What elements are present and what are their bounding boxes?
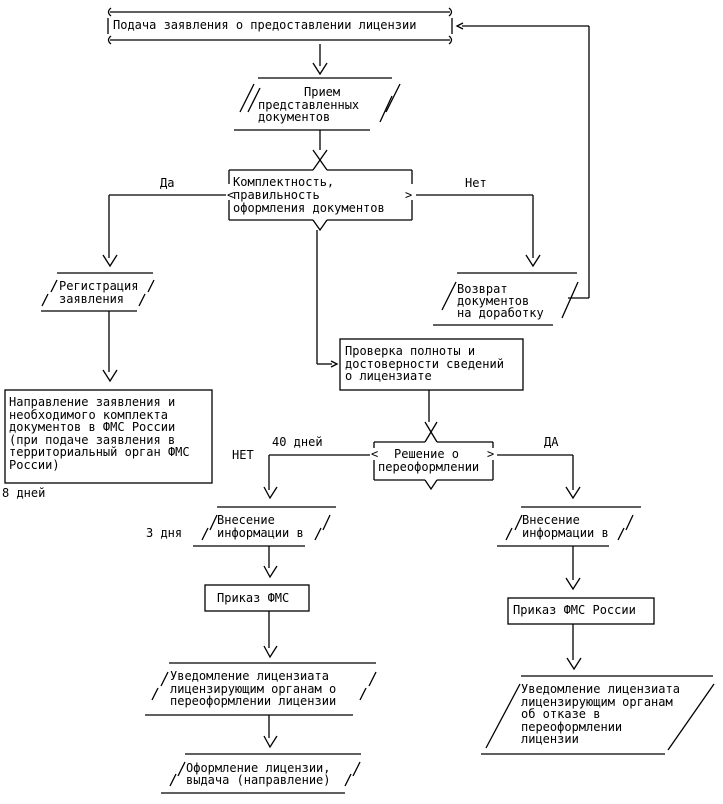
node-enter-info-no-line-2: информации в: [217, 526, 304, 540]
arrow-down-icon: [566, 657, 582, 671]
label-no: Нет: [465, 176, 487, 190]
node-notify-refusal-shape: [481, 675, 715, 755]
node-enter-info-no-shape: [193, 506, 336, 547]
arrow-down-icon: [263, 486, 278, 500]
node-check-line-1: Комплектность,: [233, 175, 335, 189]
arrow-down-icon: [424, 421, 438, 443]
node-submit-shape: [107, 7, 453, 45]
node-issue-license-line-2: выдача (направление): [186, 773, 331, 787]
arrow-down-icon: [312, 62, 328, 76]
arrow-down-icon: [525, 254, 541, 268]
node-notify-refusal-line-5: лицензии: [521, 732, 579, 746]
node-notify-refusal-line-1: Уведомление лицензиата: [521, 682, 680, 696]
node-notify-reissue-line-2: лицензирующим органам о: [170, 682, 337, 696]
node-order-fms-russia-text: Приказ ФМС России: [513, 603, 636, 617]
node-registration-line-2: заявления: [59, 292, 125, 306]
node-check-line-2: правильность: [233, 188, 320, 202]
node-order-fms-text: Приказ ФМС: [217, 591, 290, 605]
node-send-fms-line-2: необходимого комплекта: [9, 408, 168, 422]
label-8-days: 8 дней: [2, 486, 46, 500]
arrow-down-icon: [263, 735, 278, 749]
node-notify-reissue-shape: [145, 662, 377, 716]
node-receive-line-1: Прием: [304, 85, 341, 99]
node-enter-info-yes-line-2: информации в: [522, 526, 609, 540]
arrow-down-icon: [565, 486, 581, 500]
arrow-left-icon: [455, 22, 464, 30]
node-send-fms-line-5: территориальный орган ФМС: [9, 445, 190, 459]
node-registration-line-1: Регистрация: [59, 279, 139, 293]
arrow-down-icon: [102, 254, 118, 268]
label-40-days: 40 дней: [272, 435, 323, 449]
label-3-days: 3 дня: [146, 526, 183, 540]
node-return-line-3: на доработку: [457, 306, 544, 320]
node-issue-license-shape: [161, 753, 361, 794]
label-yes: Да: [160, 176, 175, 190]
node-enter-info-yes-shape: [497, 506, 641, 547]
node-notify-refusal-line-4: переоформлении: [521, 720, 623, 734]
node-decision-line-1: Решение о: [394, 447, 460, 461]
node-decision-shape: [373, 441, 494, 491]
node-receive-line-2: представленных: [258, 98, 360, 112]
node-order-fms-shape: [204, 584, 310, 612]
node-decision-arrow-left: <: [371, 447, 379, 461]
node-submit-text: Подача заявления о предоставлении лиценз…: [113, 18, 417, 32]
node-send-fms-line-3: документов в ФМС России: [9, 420, 176, 434]
label-no-caps: НЕТ: [232, 448, 254, 462]
node-return-line-2: документов: [457, 294, 530, 308]
node-notify-reissue-line-1: Уведомление лицензиата: [170, 669, 329, 683]
arrow-down-icon: [102, 369, 118, 383]
node-receive-line-3: документов: [258, 110, 331, 124]
arrow-down-icon: [263, 565, 278, 579]
node-check-line-3: оформления документов: [233, 201, 385, 215]
node-send-fms-shape: [4, 389, 213, 484]
node-verify-line-2: достоверности сведений: [345, 357, 504, 371]
arrow-down-icon: [312, 149, 328, 171]
node-notify-refusal-line-2: лицензирующим органам: [521, 695, 673, 709]
node-decision-arrow-right: >: [487, 447, 495, 461]
arrow-down-icon: [565, 577, 581, 591]
node-order-fms-russia-shape: [507, 597, 655, 625]
arrow-down-icon: [263, 645, 278, 659]
node-verify-line-1: Проверка полноты и: [345, 344, 476, 358]
node-registration-shape: [41, 272, 155, 312]
node-decision-line-2: переоформлении: [378, 460, 480, 474]
arrow-right-icon: [330, 360, 339, 368]
node-verify-line-3: о лицензиате: [345, 369, 432, 383]
node-enter-info-no-line-1: Внесение: [217, 513, 275, 527]
node-check-shape: [228, 169, 413, 232]
node-issue-license-line-1: Оформление лицензии,: [186, 761, 331, 775]
node-return-line-1: Возврат: [457, 282, 508, 296]
node-notify-reissue-line-3: переоформлении лицензии: [170, 694, 337, 708]
node-send-fms-line-1: Направление заявления и: [9, 395, 176, 409]
label-yes-caps: ДА: [544, 435, 559, 449]
node-send-fms-line-6: России): [9, 458, 60, 472]
node-check-arrow-left: <: [227, 188, 235, 202]
node-enter-info-yes-line-1: Внесение: [522, 513, 580, 527]
node-notify-refusal-line-3: об отказе в: [521, 707, 601, 721]
node-return-shape: [433, 272, 579, 326]
node-check-arrow-right: >: [405, 188, 413, 202]
node-verify-shape: [339, 338, 524, 391]
node-receive-shape: [234, 77, 401, 131]
node-send-fms-line-4: (при подаче заявления в: [9, 433, 176, 447]
